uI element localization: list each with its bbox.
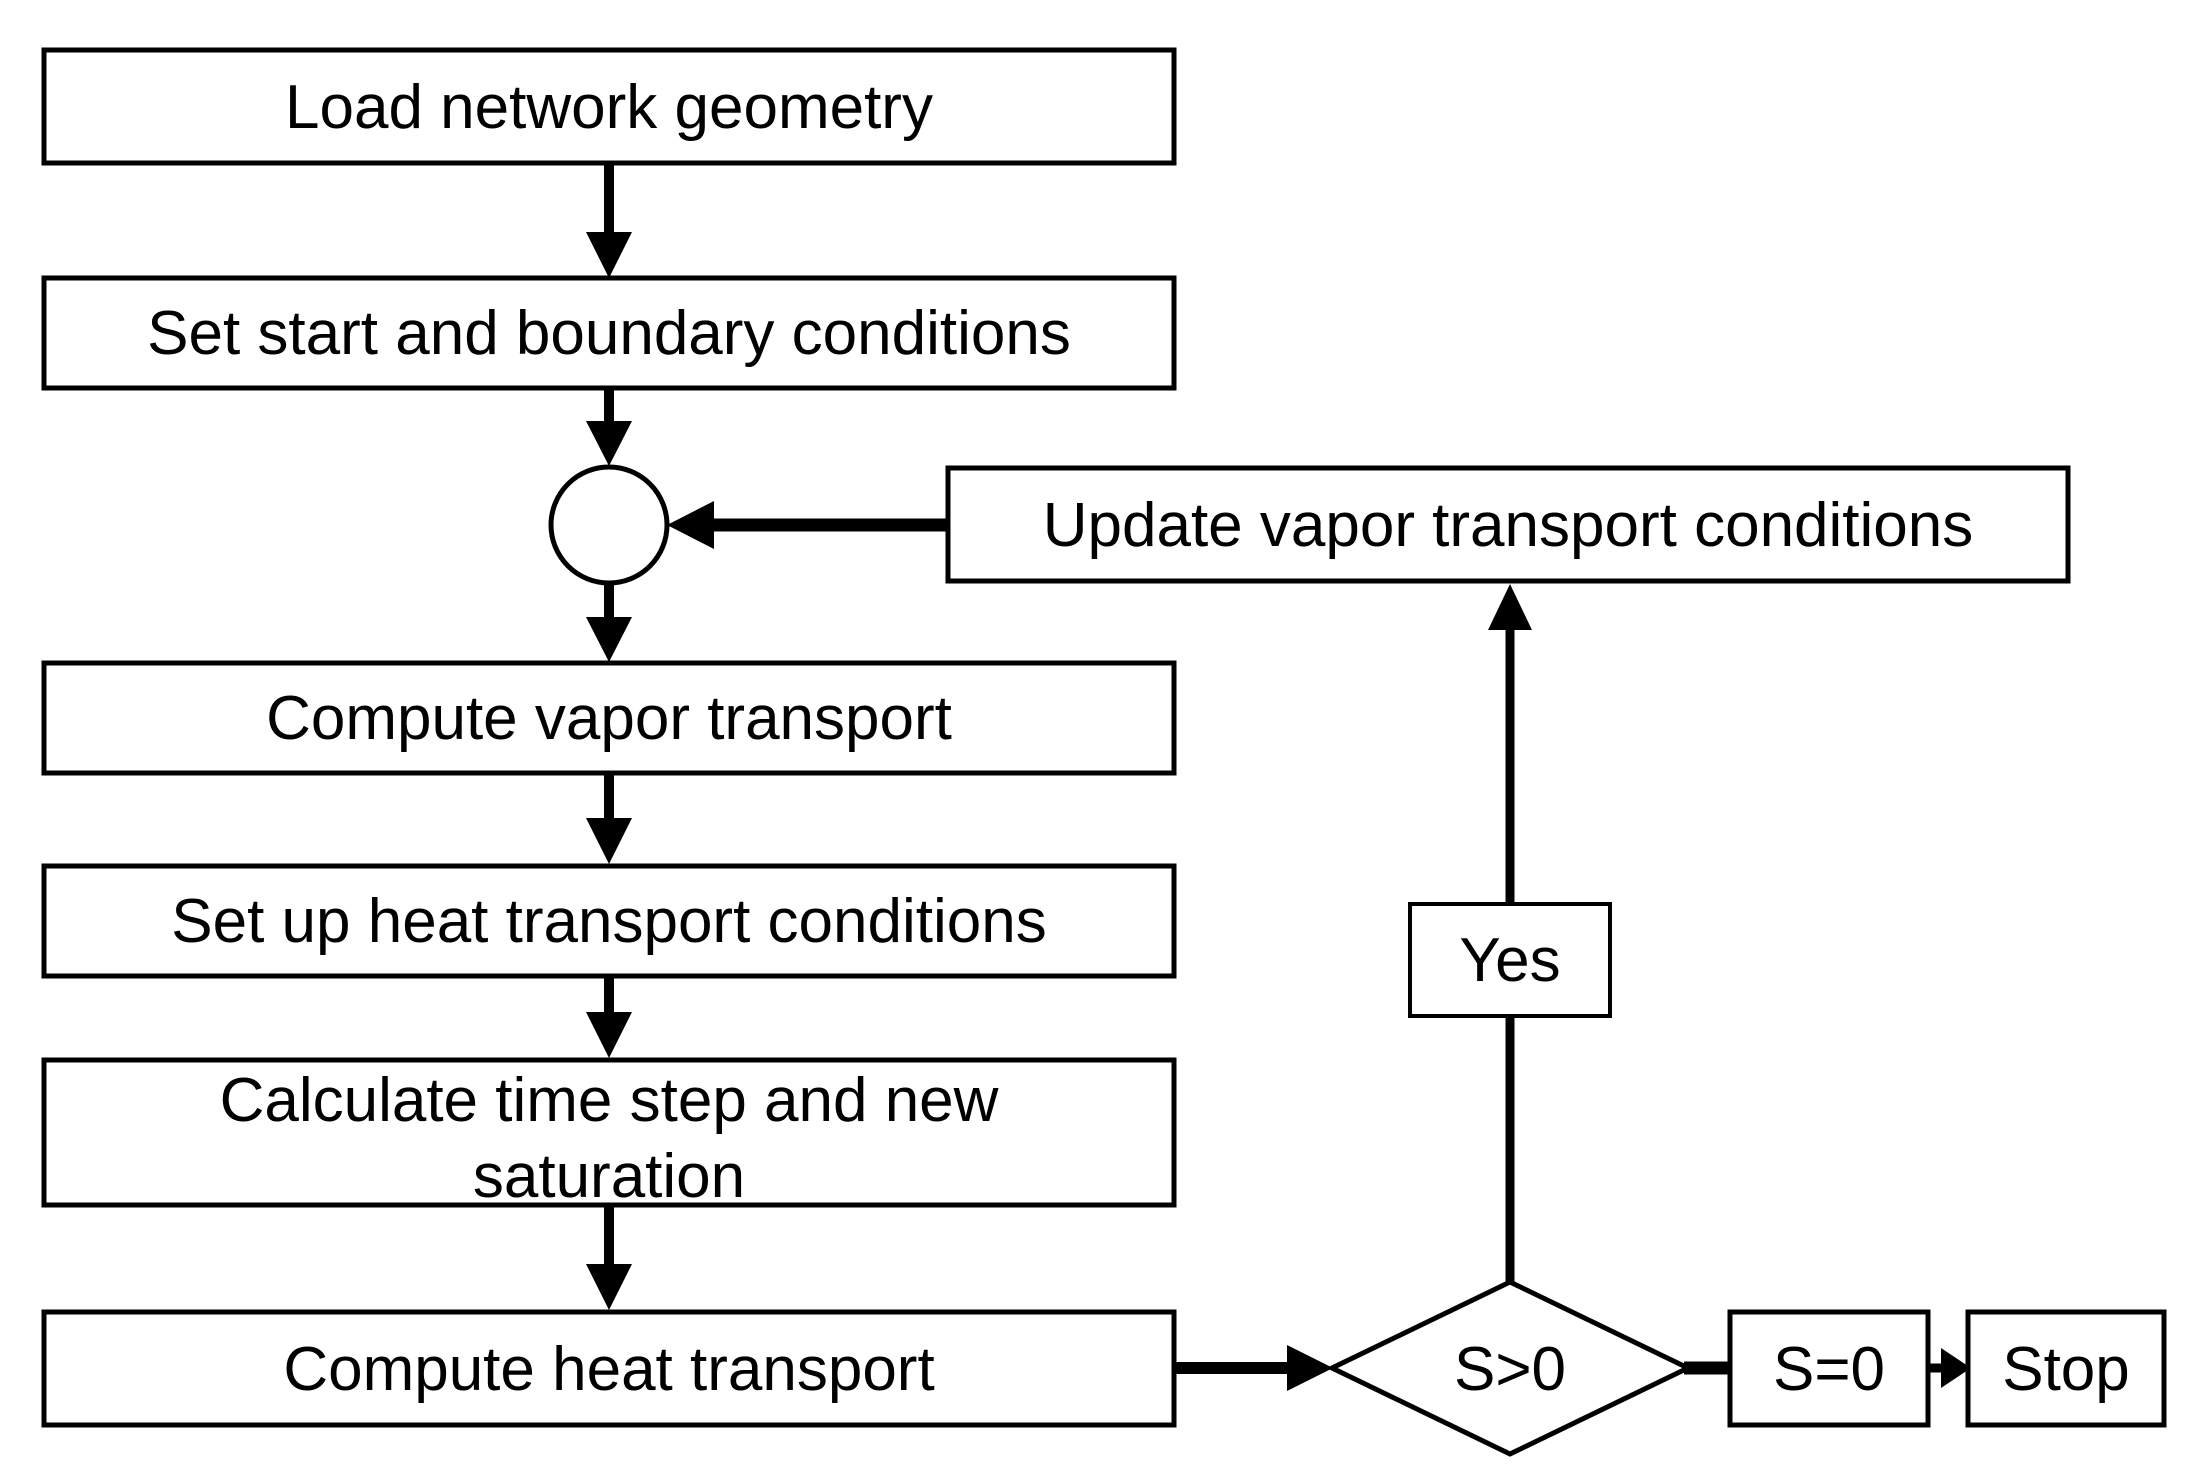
arrow-head (586, 617, 632, 662)
node-yes-label: Yes (1408, 902, 1612, 1018)
compute-vapor-label: Compute vapor transport (266, 684, 952, 753)
arrow-load-to-setstart (586, 160, 632, 278)
node-s-zero: S=0 (1727, 1309, 1931, 1428)
compute-vapor-box (41, 660, 1177, 776)
node-update-vapor: Update vapor transport conditions (945, 465, 2071, 584)
load-network-label: Load network geometry (285, 73, 933, 142)
yes-label: Yes (1459, 926, 1560, 995)
yes-box (1408, 902, 1612, 1018)
arrow-head (586, 1264, 632, 1310)
arrow-updatevapor-to-junction (667, 501, 950, 549)
stop-box (1965, 1309, 2167, 1428)
arrow-setupheat-to-calcstep (586, 974, 632, 1058)
calc-time-step-label-line2: saturation (473, 1142, 745, 1211)
s-zero-label: S=0 (1773, 1335, 1885, 1404)
arrow-head (1941, 1348, 1971, 1388)
update-vapor-box (945, 465, 2071, 584)
junction-circle (548, 464, 670, 586)
compute-heat-label: Compute heat transport (283, 1335, 934, 1404)
arrow-head (586, 421, 632, 466)
node-decision: S>0 (1326, 1279, 1694, 1457)
node-set-start: Set start and boundary conditions (41, 275, 1177, 391)
calc-time-step-label-line1: Calculate time step and new (220, 1066, 999, 1135)
update-vapor-label: Update vapor transport conditions (1043, 491, 1974, 560)
setup-heat-label: Set up heat transport conditions (171, 887, 1046, 956)
arrow-junction-to-computevapor (586, 582, 632, 662)
node-compute-vapor: Compute vapor transport (41, 660, 1177, 776)
arrow-computeheat-to-decision (1176, 1345, 1333, 1391)
arrow-head (586, 1012, 632, 1058)
arrow-head (1488, 584, 1532, 630)
set-start-box (41, 275, 1177, 391)
stop-label: Stop (2002, 1335, 2130, 1404)
load-network-box (41, 47, 1177, 166)
node-compute-heat: Compute heat transport (41, 1309, 1177, 1428)
arrow-calcstep-to-computeheat (586, 1203, 632, 1310)
arrow-setstart-to-junction (586, 386, 632, 466)
arrow-szero-to-stop (1928, 1348, 1971, 1388)
node-load-network: Load network geometry (41, 47, 1177, 166)
decision-label: S>0 (1454, 1335, 1566, 1404)
s-zero-box (1727, 1309, 1931, 1428)
node-setup-heat: Set up heat transport conditions (41, 863, 1177, 979)
arrow-head (667, 501, 714, 549)
node-stop: Stop (1965, 1309, 2167, 1428)
compute-heat-box (41, 1309, 1177, 1428)
set-start-label: Set start and boundary conditions (147, 299, 1071, 368)
arrow-computevapor-to-setupheat (586, 771, 632, 864)
node-junction (548, 464, 670, 586)
setup-heat-box (41, 863, 1177, 979)
decision-diamond (1326, 1279, 1694, 1457)
node-calc-time-step: Calculate time step and new saturation (41, 1057, 1177, 1211)
arrow-head (586, 818, 632, 864)
arrow-head (1287, 1345, 1333, 1391)
arrow-head (586, 232, 632, 278)
calc-time-step-box (41, 1057, 1177, 1208)
